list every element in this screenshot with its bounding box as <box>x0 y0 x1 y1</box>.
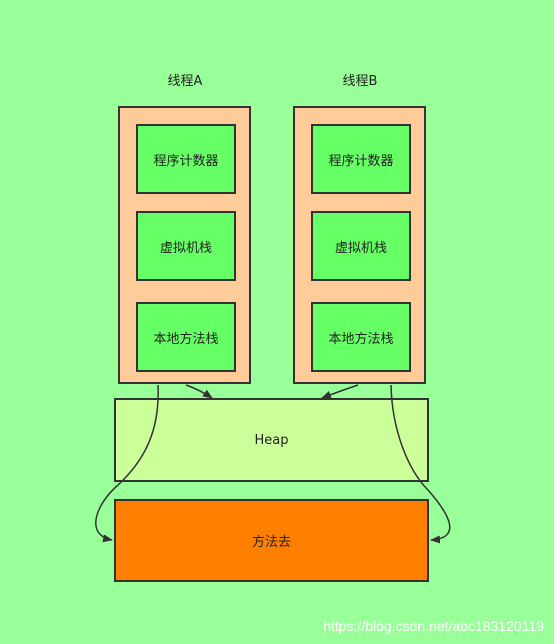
thread-b-title: 线程B <box>342 74 378 89</box>
thread-a-program-counter: 程序计数器 <box>136 124 236 194</box>
arrow-thread-b-to-heap <box>321 384 359 399</box>
method-area-box: 方法去 <box>114 499 429 582</box>
thread-b-vm-stack: 虚拟机栈 <box>311 211 411 281</box>
thread-b-program-counter: 程序计数器 <box>311 124 411 194</box>
thread-a-container: 程序计数器 虚拟机栈 本地方法栈 <box>118 106 251 384</box>
thread-a-vm-stack: 虚拟机栈 <box>136 211 236 281</box>
watermark: https://blog.csdn.net/abc183120119 <box>323 618 544 634</box>
arrow-thread-a-to-heap <box>185 384 213 399</box>
thread-a-native-method-stack: 本地方法栈 <box>136 302 236 372</box>
thread-b-native-method-stack: 本地方法栈 <box>311 302 411 372</box>
thread-b-container: 程序计数器 虚拟机栈 本地方法栈 <box>293 106 426 384</box>
heap-box: Heap <box>114 398 429 482</box>
thread-a-title: 线程A <box>167 74 203 89</box>
